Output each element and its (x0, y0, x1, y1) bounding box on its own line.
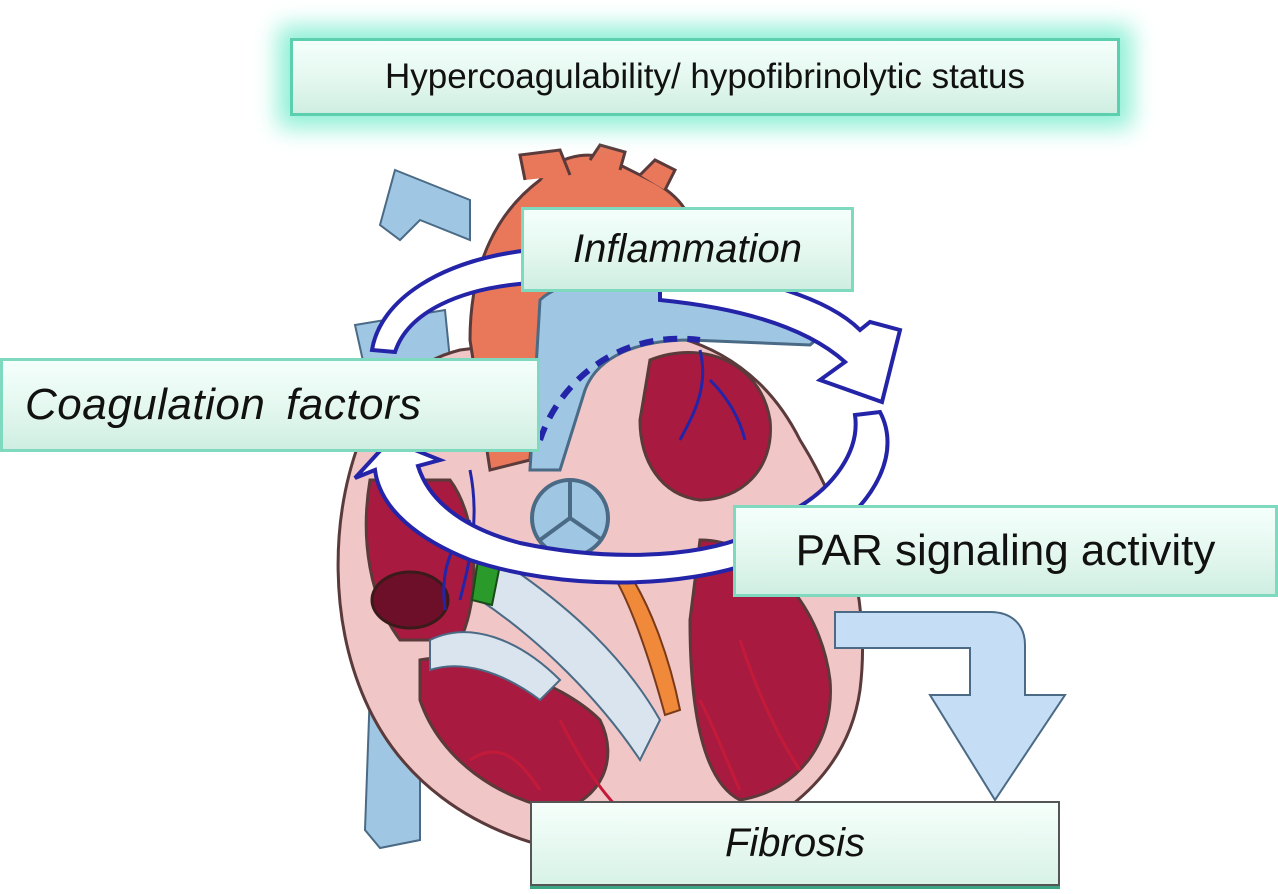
coagulation-factors-box: Coagulation factors (0, 358, 540, 452)
hypercoagulability-label: Hypercoagulability/ hypofibrinolytic sta… (384, 57, 1026, 96)
valve-opening (370, 570, 450, 630)
par-signaling-box: PAR signaling activity (733, 505, 1278, 597)
coronary-veins (442, 349, 747, 611)
dashed-vessel (537, 335, 701, 441)
fibrosis-box: Fibrosis (530, 801, 1060, 886)
fibrosis-label: Fibrosis (724, 821, 866, 865)
red-vessels (469, 639, 802, 812)
aortic-valve-leaflets (538, 480, 604, 542)
conduction-orange (608, 558, 682, 717)
inflammation-label: Inflammation (573, 227, 802, 271)
inflammation-box: Inflammation (521, 207, 854, 292)
coagulation-factors-label: Coagulation factors (25, 380, 422, 429)
down-arrow (834, 611, 1067, 802)
septum (478, 558, 662, 762)
left-atrium (638, 351, 772, 502)
septum-2 (429, 631, 562, 702)
par-signaling-label: PAR signaling activity (795, 526, 1216, 575)
vena-cava (378, 168, 471, 242)
aorta-branches (518, 143, 678, 191)
hypercoagulability-box: Hypercoagulability/ hypofibrinolytic sta… (290, 38, 1120, 116)
